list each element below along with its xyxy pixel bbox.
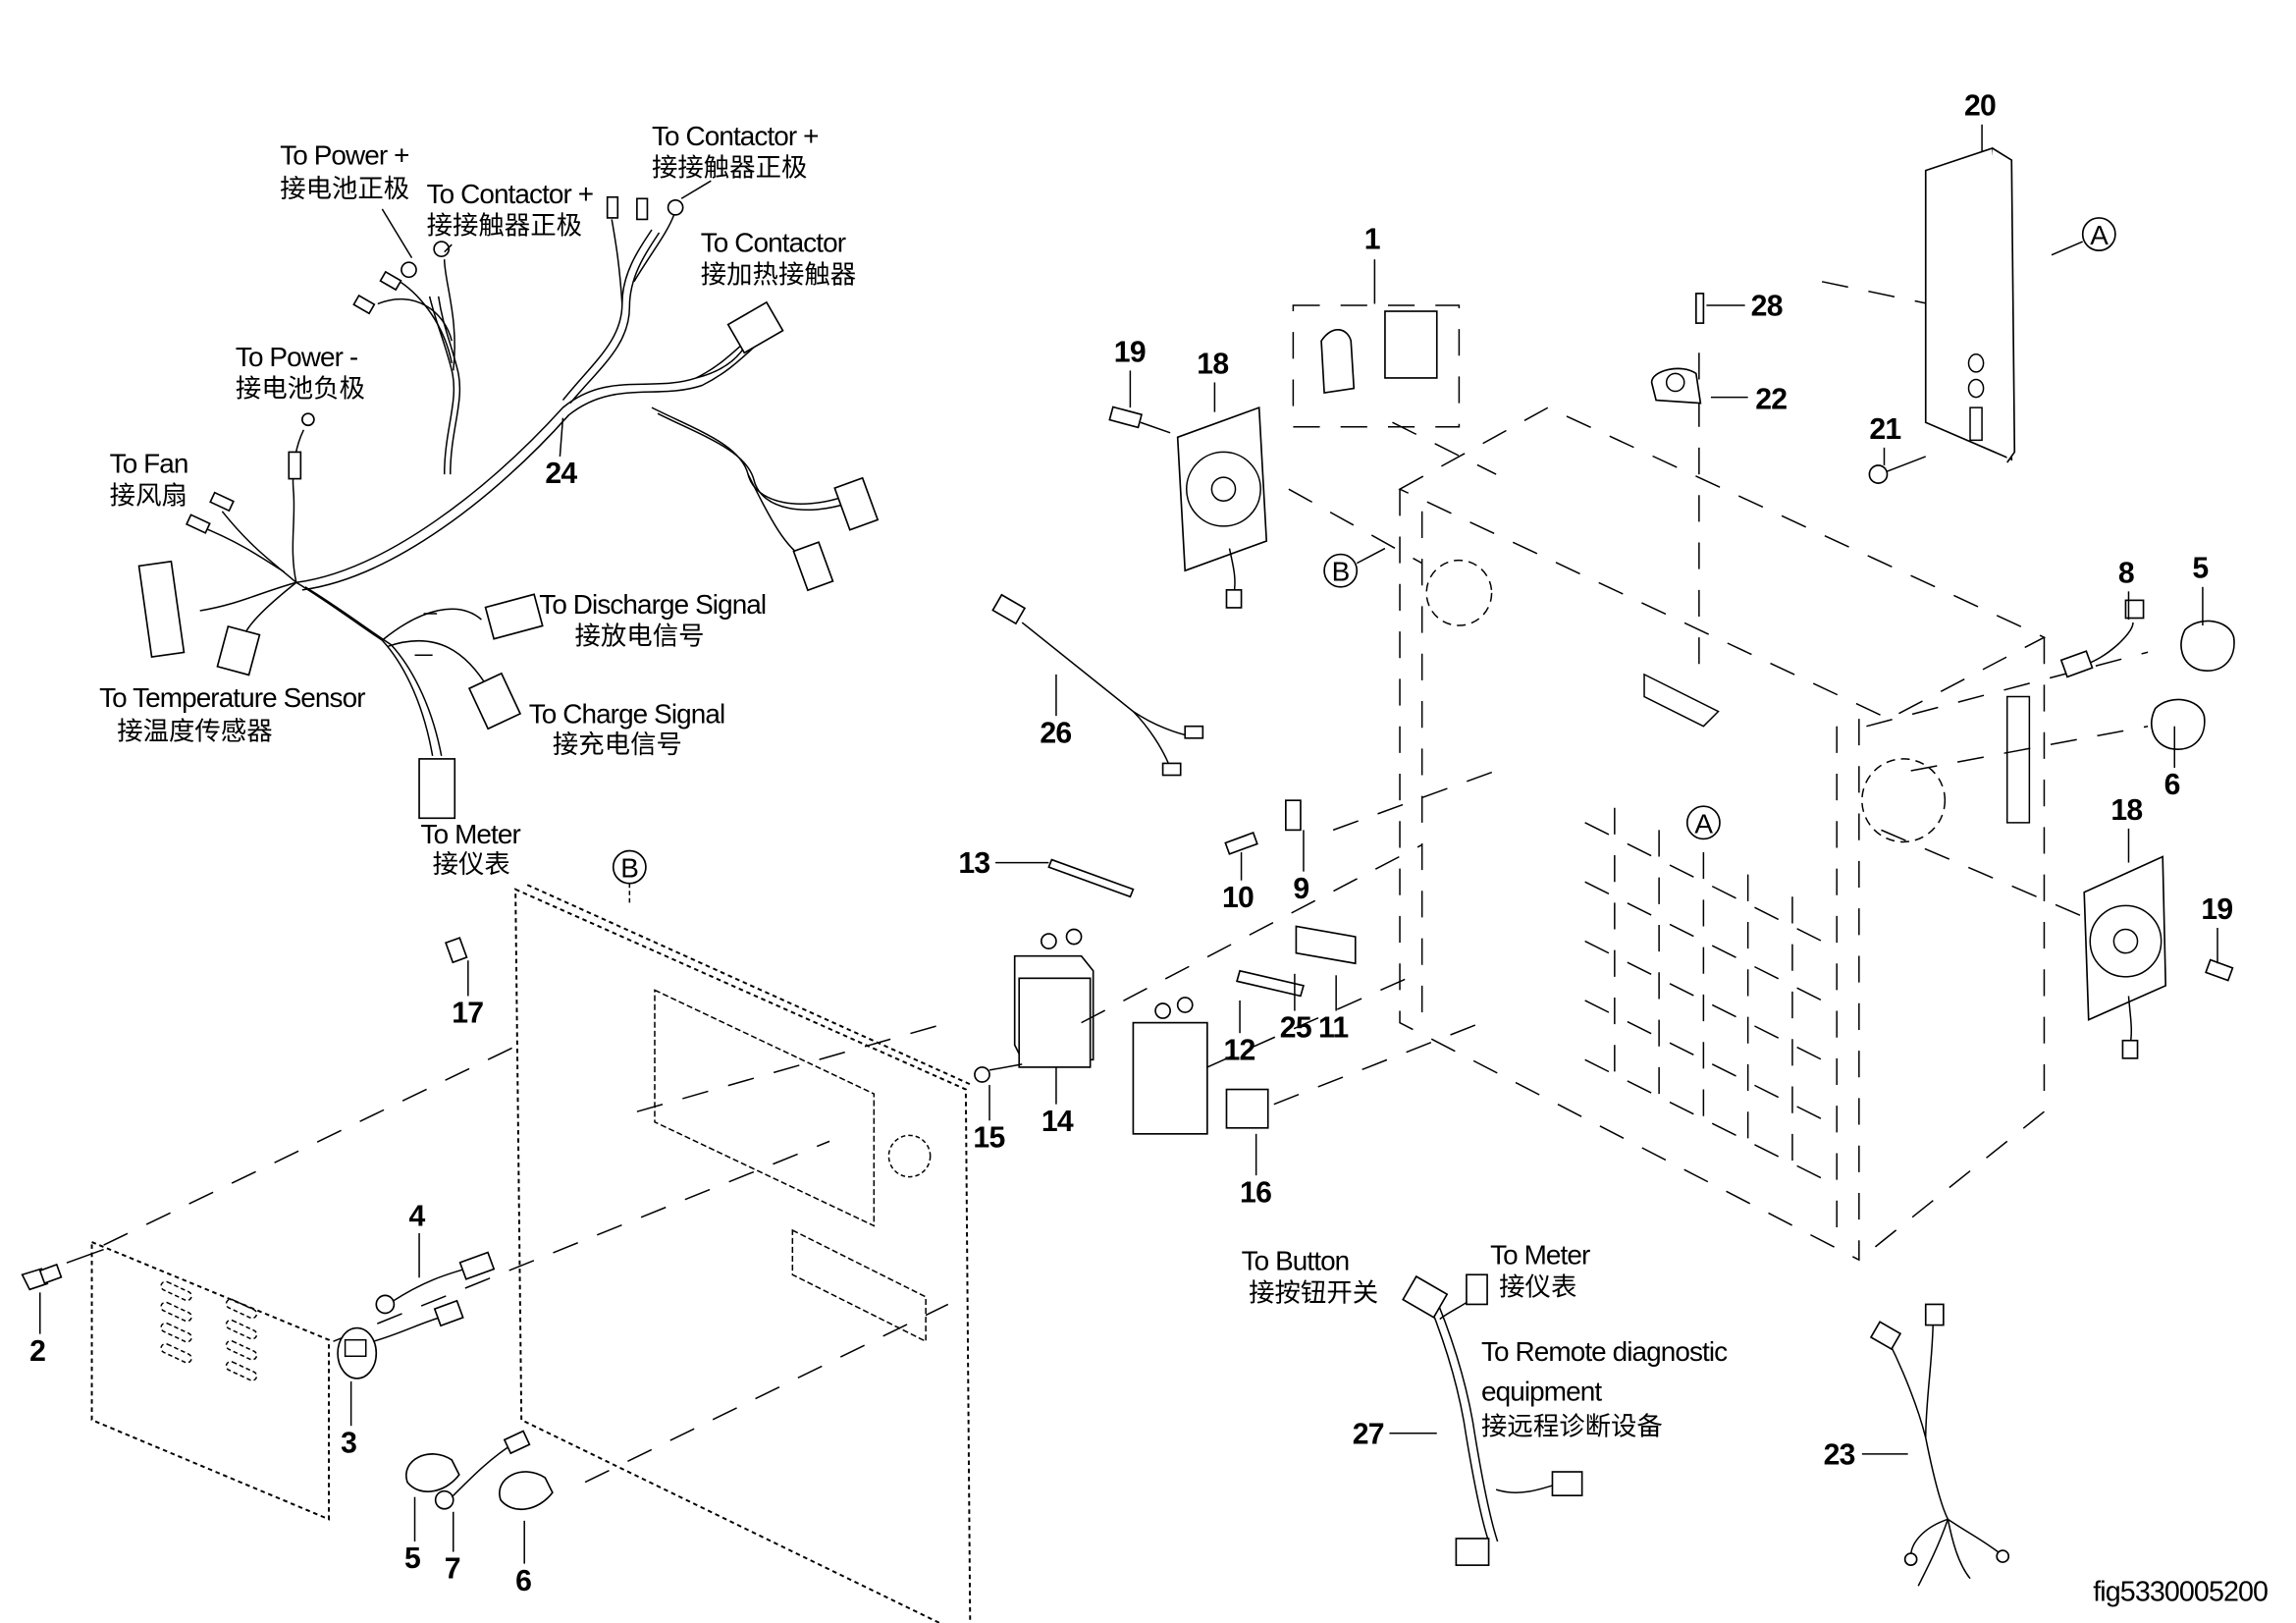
callout-22: 22 <box>1755 384 1787 416</box>
svg-text:A: A <box>1694 808 1713 839</box>
callout-27: 27 <box>1353 1418 1384 1450</box>
label-to-fan: To Fan 接风扇 <box>110 449 189 512</box>
label-to-meter-27: To Meter 接仪表 <box>1490 1240 1591 1303</box>
label-to-discharge-signal: To Discharge Signal 接放电信号 <box>539 589 767 652</box>
svg-text:接电池正极: 接电池正极 <box>280 174 409 204</box>
callout-10: 10 <box>1222 882 1254 914</box>
detail-ref-a-upper: A <box>2051 217 2116 256</box>
callout-20: 20 <box>1964 90 1996 123</box>
callout-4: 4 <box>408 1200 425 1232</box>
label-to-contactor-heating: To Contactor 接加热接触器 <box>701 228 856 291</box>
callout-19-upper: 19 <box>1114 336 1146 368</box>
svg-text:接充电信号: 接充电信号 <box>553 730 682 760</box>
svg-text:接按钮开关: 接按钮开关 <box>1249 1277 1378 1308</box>
callout-12: 12 <box>1223 1034 1255 1066</box>
detail-ref-a-cabinet: A <box>1685 805 1721 840</box>
label-to-temperature-sensor: To Temperature Sensor 接温度传感器 <box>99 682 366 746</box>
callout-6-lower: 6 <box>515 1565 531 1597</box>
callout-18-upper: 18 <box>1197 348 1228 380</box>
detail-ref-b-panel: B <box>612 849 647 904</box>
callout-9: 9 <box>1293 873 1308 905</box>
svg-text:A: A <box>2090 220 2109 250</box>
callout-13: 13 <box>958 847 989 880</box>
fan-18-upper <box>1176 406 1268 609</box>
svg-text:B: B <box>620 853 638 884</box>
callout-5-lower: 5 <box>404 1542 420 1575</box>
svg-text:接接触器正极: 接接触器正极 <box>427 211 582 242</box>
callout-25: 25 <box>1280 1012 1311 1045</box>
label-to-charge-signal: To Charge Signal 接充电信号 <box>529 699 725 760</box>
cabinet-frame <box>1398 406 2047 1262</box>
svg-text:To Power -: To Power - <box>236 342 358 372</box>
callout-19-right: 19 <box>2201 893 2232 926</box>
svg-text:接加热接触器: 接加热接触器 <box>701 259 856 290</box>
callout-18-right: 18 <box>2110 794 2142 827</box>
cable-26 <box>991 593 1204 777</box>
svg-text:To Contactor +: To Contactor + <box>652 121 819 151</box>
svg-text:接接触器正极: 接接触器正极 <box>652 153 807 184</box>
figure-id: fig5330005200 <box>2093 1576 2268 1607</box>
callout-7: 7 <box>445 1553 460 1586</box>
callout-26: 26 <box>1040 717 1071 749</box>
callout-2: 2 <box>29 1335 45 1368</box>
callout-16: 16 <box>1240 1176 1271 1209</box>
callout-15: 15 <box>973 1121 1004 1154</box>
label-to-button: To Button 接按钮开关 <box>1242 1246 1379 1309</box>
svg-text:To Remote diagnostic: To Remote diagnostic <box>1481 1336 1728 1367</box>
svg-text:To Fan: To Fan <box>110 449 188 479</box>
callout-17: 17 <box>452 998 483 1030</box>
svg-text:接风扇: 接风扇 <box>110 480 187 511</box>
label-to-meter: To Meter 接仪表 <box>421 819 522 880</box>
svg-text:To Button: To Button <box>1242 1246 1350 1276</box>
callout-23: 23 <box>1824 1438 1855 1471</box>
svg-text:To Temperature Sensor: To Temperature Sensor <box>99 682 365 713</box>
svg-text:接放电信号: 接放电信号 <box>575 622 705 652</box>
front-panel-assembly <box>21 884 973 1623</box>
detail-ref-b-upper: B <box>1323 547 1386 588</box>
svg-text:To Meter: To Meter <box>1490 1240 1590 1271</box>
callout-3: 3 <box>341 1427 356 1459</box>
svg-text:equipment: equipment <box>1481 1377 1602 1407</box>
callout-28: 28 <box>1751 291 1783 323</box>
cabinet-slots <box>1584 807 1838 1187</box>
cable-27 <box>1402 1273 1583 1566</box>
label-to-remote-diagnostic: To Remote diagnostic equipment 接远程诊断设备 <box>1481 1336 1729 1441</box>
callout-1: 1 <box>1364 224 1380 256</box>
svg-text:To Power +: To Power + <box>280 140 408 171</box>
svg-text:B: B <box>1332 557 1350 587</box>
callout-24: 24 <box>545 458 577 490</box>
svg-text:To Contactor: To Contactor <box>701 228 846 258</box>
svg-text:接仪表: 接仪表 <box>433 849 510 880</box>
label-to-power-plus: To Power + 接电池正极 <box>280 140 413 259</box>
cable-23 <box>1869 1303 2010 1587</box>
label-to-contactor-plus-1: To Contactor + 接接触器正极 <box>427 179 594 253</box>
svg-text:To Meter: To Meter <box>421 819 521 849</box>
svg-text:接温度传感器: 接温度传感器 <box>117 716 272 746</box>
label-to-contactor-plus-2: To Contactor + 接接触器正极 <box>652 121 819 199</box>
wiring-harness-24 <box>137 195 880 820</box>
fan-18-right <box>2083 855 2167 1059</box>
svg-text:To Charge Signal: To Charge Signal <box>529 699 725 730</box>
svg-text:接远程诊断设备: 接远程诊断设备 <box>1481 1411 1663 1441</box>
contactor-assembly <box>974 770 1497 1135</box>
callout-6-right: 6 <box>2164 769 2180 801</box>
callout-11: 11 <box>1318 1012 1348 1045</box>
callout-14: 14 <box>1041 1106 1074 1138</box>
part-group-1 <box>1292 304 1461 428</box>
svg-text:接电池负极: 接电池负极 <box>236 374 365 405</box>
svg-text:To Contactor +: To Contactor + <box>427 179 594 209</box>
callout-8: 8 <box>2118 557 2134 589</box>
svg-text:接仪表: 接仪表 <box>1499 1271 1576 1302</box>
label-to-power-minus: To Power - 接电池负极 <box>236 342 365 405</box>
callout-21: 21 <box>1869 413 1900 446</box>
controller-20 <box>1924 146 2016 463</box>
svg-text:To Discharge Signal: To Discharge Signal <box>539 589 766 620</box>
callouts: 1 2 3 4 5 7 6 17 5 6 8 9 10 11 12 13 14 <box>29 90 2233 1597</box>
vent-slots <box>160 1280 258 1381</box>
callout-5-right: 5 <box>2192 553 2208 585</box>
